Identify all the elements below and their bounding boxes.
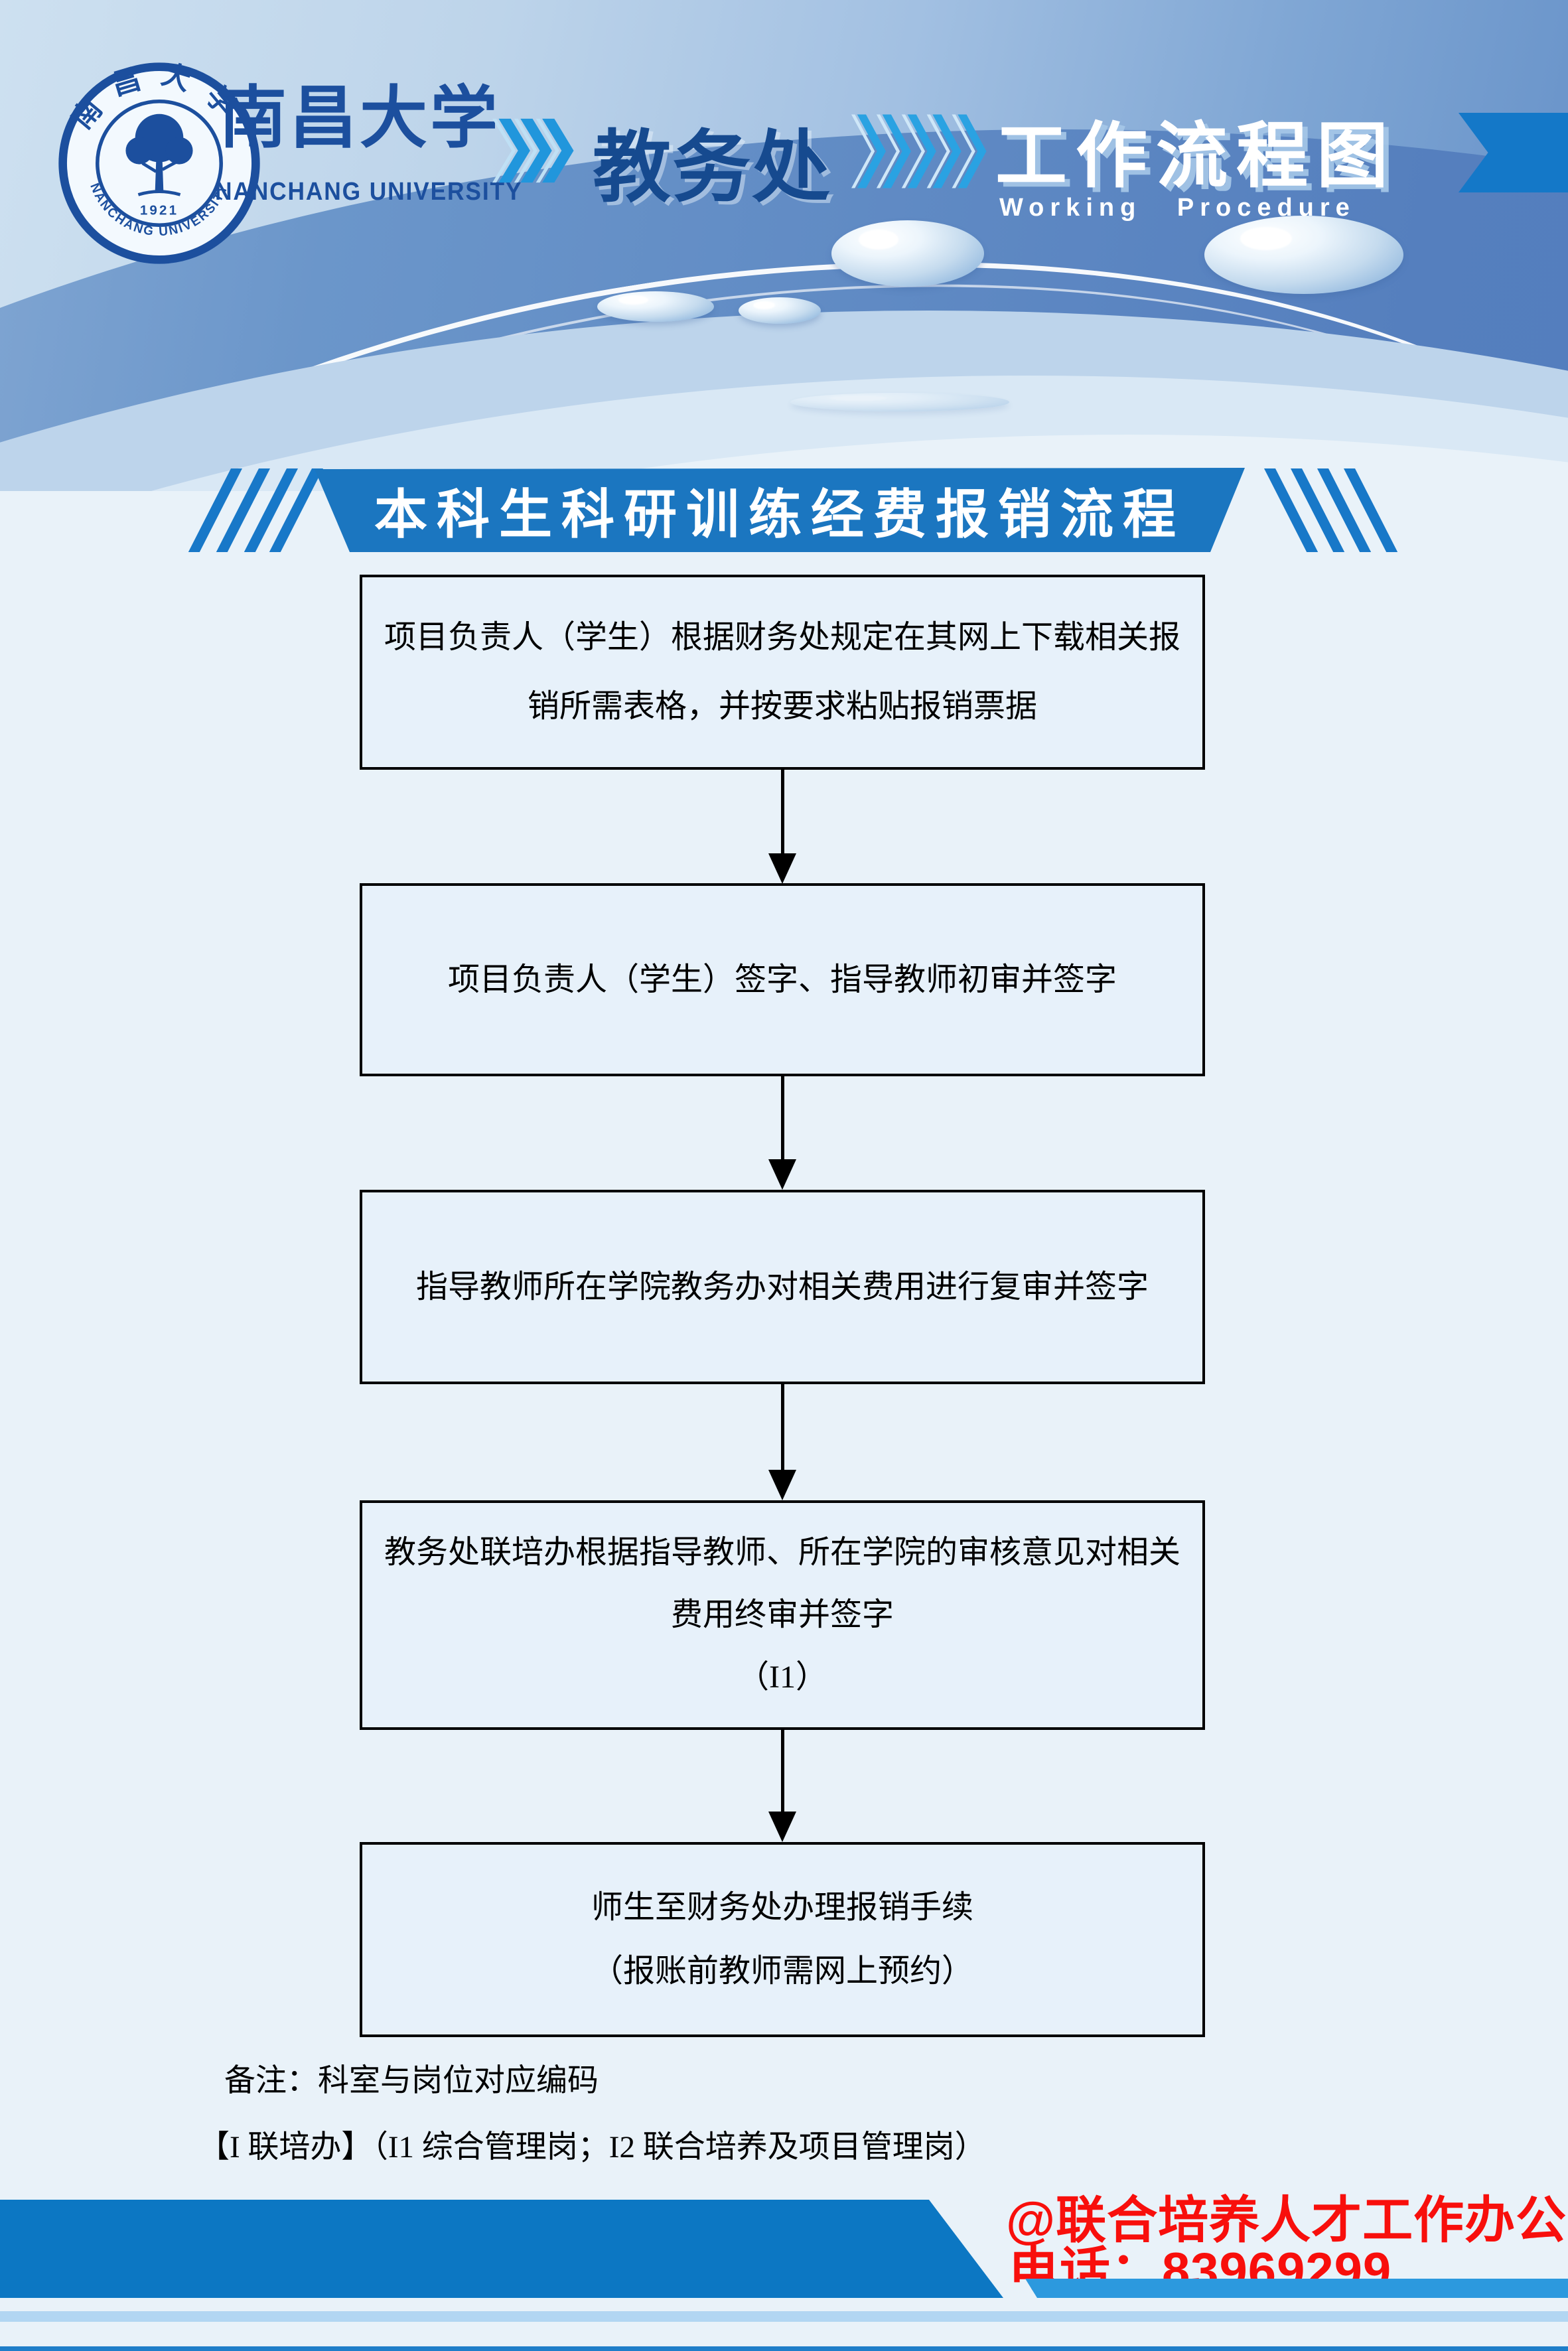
contact-office: @联合培养人才工作办公室 [1006,2192,1568,2249]
step-text: 教务处联培办根据指导教师、所在学院的审核意见对相关 [384,1535,1180,1570]
flow-arrow [781,1076,784,1159]
water-drop [1204,216,1403,294]
flow-title-banner: 本科生科研训练经费报销流程 [188,468,1398,554]
water-drop [597,291,714,322]
footer-bar-left [0,2200,1003,2298]
step-text: 销所需表格，并按要求粘贴报销票据 [527,689,1037,724]
notes-line-1: 备注：科室与岗位对应编码 [224,2064,599,2098]
flow-step-3: 指导教师所在学院教务办对相关费用进行复审并签字 [360,1190,1205,1384]
step-text: 费用终审并签字 [670,1597,894,1632]
flow-step-1: 项目负责人（学生）根据财务处规定在其网上下载相关报 销所需表格，并按要求粘贴报销… [360,575,1205,770]
step-text: 项目负责人（学生）签字、指导教师初审并签字 [447,962,1117,997]
footer-bar-right [1025,2279,1568,2298]
seal-tree-icon [125,113,193,196]
step-text: 指导教师所在学院教务办对相关费用进行复审并签字 [415,1269,1149,1305]
flow-title: 本科生科研训练经费报销流程 [374,484,1185,544]
footer-light-bar [0,2311,1568,2322]
water-drop [790,393,1009,411]
banner-stripe [269,468,323,552]
flow-step-2: 项目负责人（学生）签字、指导教师初审并签字 [360,883,1205,1076]
department-title: 教务处 [593,124,832,212]
step-text: （I1） [737,1660,827,1695]
water-drop [831,220,984,287]
step-text: 师生至财务处办理报销手续 [591,1890,973,1925]
step-text: 项目负责人（学生）根据财务处规定在其网上下载相关报 [384,620,1180,655]
page-title: 工作流程图 [995,115,1397,196]
flow-arrow [781,770,784,853]
banner-stripe [1264,468,1319,552]
arrow-down-icon [768,853,796,884]
university-name-cn: 南昌大学 [219,82,500,157]
step-text: （报账前教师需网上预约） [591,1954,973,1989]
water-drop [739,297,821,324]
banner-stripe [1291,468,1345,552]
flow-step-4: 教务处联培办根据指导教师、所在学院的审核意见对相关 费用终审并签字 （I1） [360,1500,1205,1730]
notes-line-2: 【I 联培办】（I1 综合管理岗；I2 联合培养及项目管理岗） [198,2130,986,2165]
arrow-down-icon [768,1812,796,1842]
seal-year: 1921 [140,202,178,218]
flow-step-5: 师生至财务处办理报销手续 （报账前教师需网上预约） [360,1842,1205,2037]
chevron-right-icon [492,118,574,183]
header: 南昌大学 NANCHANG UNIVERSITY 1921 南昌大学 NANCH… [0,0,1568,491]
banner-slab: 本科生科研训练经费报销流程 [315,468,1245,552]
page-subtitle: Working Procedure [999,194,1356,222]
footer-bottom-line [0,2346,1568,2351]
university-name-en: NANCHANG UNIVERSITY [215,178,523,206]
flow-arrow [781,1730,784,1812]
flow-arrow [781,1384,784,1470]
university-seal-logo: 南昌大学 NANCHANG UNIVERSITY 1921 [58,58,260,264]
arrow-down-icon [768,1159,796,1190]
chevron-right-icon [851,114,987,188]
arrow-down-icon [768,1470,796,1500]
banner-stripe [1317,468,1372,552]
